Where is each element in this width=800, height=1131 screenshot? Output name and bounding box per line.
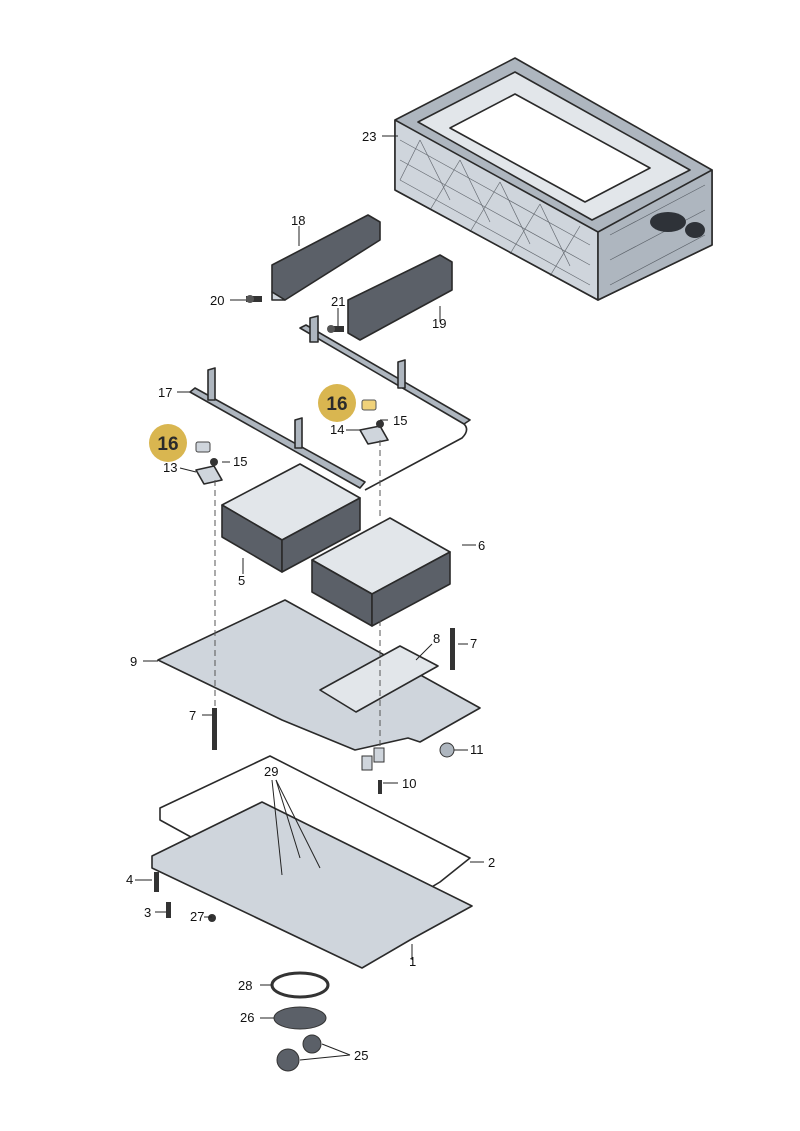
battery-housing-frame[interactable] — [394, 57, 713, 301]
seal-2[interactable] — [159, 755, 471, 931]
label-20: 20 — [210, 293, 224, 308]
label-1: 1 — [409, 954, 416, 969]
rail-17[interactable] — [189, 367, 366, 489]
label-15-lower: 15 — [233, 454, 247, 469]
connector-11[interactable] — [439, 742, 455, 758]
bolt-10[interactable] — [378, 780, 382, 794]
highlight-callout-16-lower[interactable]: 16 — [149, 424, 187, 462]
label-15-upper: 15 — [393, 413, 407, 428]
label-8: 8 — [433, 631, 440, 646]
label-29: 29 — [264, 764, 278, 779]
rail-upper[interactable] — [299, 315, 471, 491]
underbody-tray-1[interactable] — [151, 801, 473, 969]
label-25: 25 — [354, 1048, 368, 1063]
clip-16-lower[interactable] — [195, 441, 211, 453]
bolt-7-right[interactable] — [450, 628, 455, 670]
label-4: 4 — [126, 872, 133, 887]
label-13: 13 — [163, 460, 177, 475]
bracket-14[interactable] — [359, 420, 389, 445]
label-10: 10 — [402, 776, 416, 791]
spacers[interactable] — [361, 747, 385, 771]
svg-text:16: 16 — [157, 434, 178, 455]
bolt-7-left[interactable] — [212, 708, 217, 750]
label-7-right: 7 — [470, 636, 477, 651]
label-2: 2 — [488, 855, 495, 870]
svg-text:16: 16 — [326, 394, 347, 415]
bolt-27[interactable] — [208, 914, 216, 922]
cover-plate-18[interactable] — [271, 214, 381, 301]
drain-flange-26[interactable] — [273, 1006, 327, 1030]
label-17: 17 — [158, 385, 172, 400]
clip-16-upper[interactable] — [361, 399, 377, 411]
label-11: 11 — [470, 742, 484, 757]
bracket-13[interactable] — [195, 458, 223, 485]
highlight-callout-16-upper[interactable]: 16 — [318, 384, 356, 422]
cooling-plate-9[interactable] — [157, 599, 481, 751]
label-9: 9 — [130, 654, 137, 669]
label-21: 21 — [331, 294, 345, 309]
insulation-mat-8[interactable] — [319, 645, 439, 713]
label-3: 3 — [144, 905, 151, 920]
label-14: 14 — [330, 422, 344, 437]
label-18: 18 — [291, 213, 305, 228]
label-28: 28 — [238, 978, 252, 993]
label-5: 5 — [238, 573, 245, 588]
bolt-21[interactable] — [327, 325, 344, 333]
label-19: 19 — [432, 316, 446, 331]
battery-module-6[interactable] — [311, 517, 451, 627]
battery-module-5[interactable] — [221, 463, 361, 573]
label-27: 27 — [190, 909, 204, 924]
label-26: 26 — [240, 1010, 254, 1025]
bolt-20[interactable] — [246, 295, 262, 303]
guide-lines — [214, 440, 381, 750]
leader-lines — [135, 135, 484, 1061]
gasket-28[interactable] — [270, 971, 330, 999]
label-23: 23 — [362, 129, 376, 144]
cover-plate-19[interactable] — [347, 254, 453, 341]
label-7-left: 7 — [189, 708, 196, 723]
callout-labels: 23 18 20 21 19 17 14 15 13 15 5 6 8 7 9 … — [126, 129, 495, 1063]
label-6: 6 — [478, 538, 485, 553]
bolt-4[interactable] — [154, 872, 159, 892]
bolt-3[interactable] — [166, 902, 171, 918]
drain-plugs-25[interactable] — [276, 1034, 322, 1072]
